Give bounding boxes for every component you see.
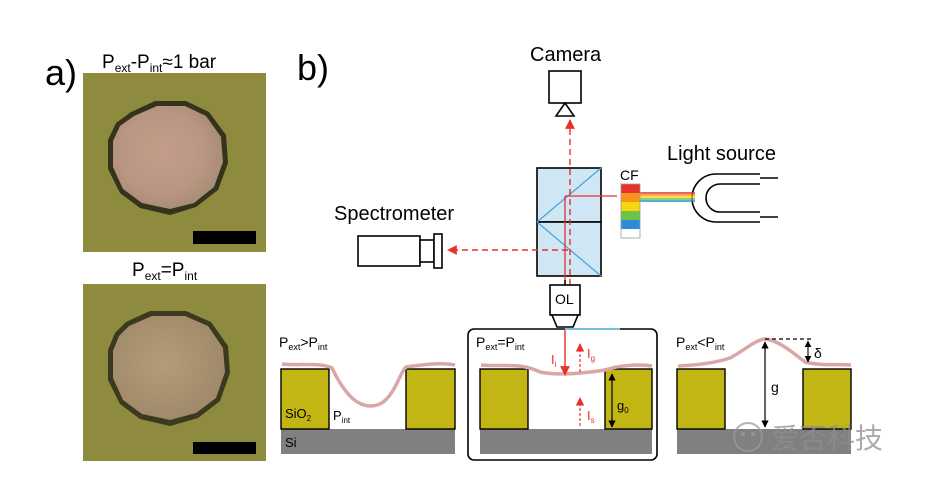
g-label: g bbox=[771, 379, 779, 395]
sio2-pillar bbox=[676, 368, 726, 430]
sio2-pillar bbox=[802, 368, 852, 430]
filter-stripe bbox=[621, 202, 640, 211]
g0-label: g0 bbox=[617, 398, 629, 415]
sio2-pillar bbox=[479, 368, 529, 430]
lamp-icon bbox=[691, 173, 778, 223]
si-substrate bbox=[281, 429, 455, 454]
spectrometer-label: Spectrometer bbox=[334, 203, 454, 225]
pint-label: Pint bbox=[333, 408, 351, 425]
panel-a-letter: a) bbox=[45, 52, 77, 93]
si-substrate bbox=[480, 429, 652, 454]
ol-label: OL bbox=[555, 291, 574, 307]
condition-left: Pext>Pint bbox=[279, 334, 328, 352]
micrograph-top bbox=[83, 73, 266, 252]
membrane-flat bbox=[480, 363, 653, 376]
cross-section-middle: Pext=Pint Ii Ig Is g0 bbox=[467, 328, 658, 461]
filter-stripe bbox=[621, 193, 640, 202]
rainbow-beam bbox=[640, 192, 695, 202]
filter-stripe bbox=[621, 220, 640, 229]
sio2-label: SiO2 bbox=[285, 406, 312, 423]
panel-a-top-caption: Pext-Pint≈1 bar bbox=[102, 52, 217, 75]
sio2-pillar bbox=[405, 368, 456, 430]
ig-label: Ig bbox=[587, 346, 595, 363]
cross-section-left: Pext>Pint SiO2 Pint Si bbox=[279, 334, 456, 454]
scale-bar-top bbox=[193, 231, 256, 244]
watermark: 爱否科技 bbox=[733, 422, 883, 454]
light-source-label: Light source bbox=[667, 143, 776, 165]
filter-stripe bbox=[621, 184, 640, 193]
condition-middle: Pext=Pint bbox=[476, 334, 525, 352]
filter-stripe bbox=[621, 229, 640, 238]
ii-label: Ii bbox=[551, 352, 557, 369]
cross-section-right: Pext<Pint δ g bbox=[676, 334, 852, 454]
micrograph-bottom bbox=[83, 284, 266, 461]
si-substrate bbox=[677, 429, 851, 454]
camera-icon bbox=[548, 70, 582, 117]
watermark-text: 爱否科技 bbox=[771, 423, 883, 454]
filter-outline bbox=[620, 183, 641, 239]
is-label: Is bbox=[587, 408, 595, 425]
si-label: Si bbox=[285, 435, 297, 450]
camera-label: Camera bbox=[530, 44, 602, 66]
beam-splitter bbox=[536, 167, 602, 277]
scale-bar-bottom bbox=[193, 442, 256, 454]
cf-label: CF bbox=[620, 167, 639, 183]
sio2-pillar bbox=[280, 368, 330, 430]
objective-lens bbox=[549, 280, 581, 328]
chamber-outline bbox=[467, 328, 658, 461]
delta-label: δ bbox=[814, 345, 822, 361]
condition-right: Pext<Pint bbox=[676, 334, 725, 352]
panel-b-letter: b) bbox=[297, 47, 329, 88]
spectrometer-icon bbox=[357, 233, 443, 269]
panel-a-bottom-caption: Pext=Pint bbox=[132, 260, 198, 283]
filter-stripe bbox=[621, 211, 640, 220]
color-filter bbox=[620, 183, 641, 239]
membrane-bulge-down bbox=[281, 362, 456, 408]
